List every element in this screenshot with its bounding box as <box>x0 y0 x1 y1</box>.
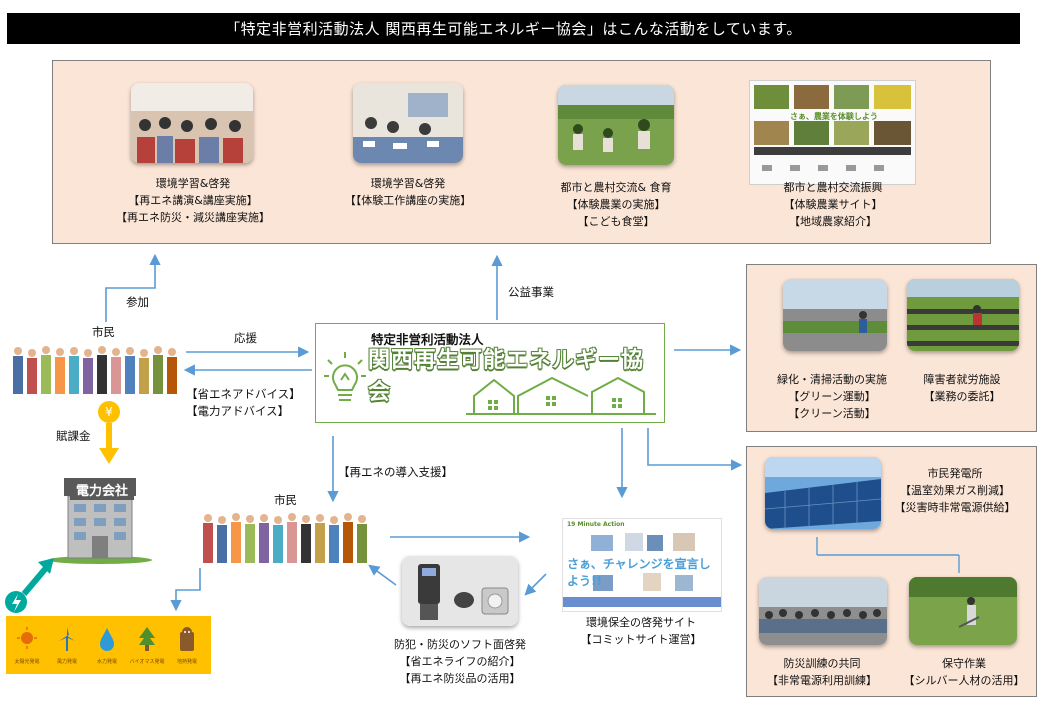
right-top-item-1-caption: 緑化・清掃活動の実施【グリーン運動】【クリーン活動】 <box>777 373 887 420</box>
lightbulb-icon <box>324 352 366 401</box>
svg-text:¥: ¥ <box>105 405 113 419</box>
commit-site-screenshot: 19 Minute Action さぁ、チャレンジを宣言しよう!! <box>562 518 722 612</box>
right-bottom-panel: 市民発電所【温室効果ガス削減】【災害時非常電源供給】 防災訓練の共同【非常電源利… <box>746 446 1037 697</box>
workshop-photo <box>353 83 463 163</box>
label-denryoku-advice: 【電力アドバイス】 <box>186 404 290 418</box>
commit-site-title: 19 Minute Action <box>567 521 625 528</box>
citizens-crowd-bottom <box>200 510 372 564</box>
power-station-caption: 市民発電所【温室効果ガス削減】【災害時非常電源供給】 <box>894 467 1016 514</box>
maintenance-photo <box>909 577 1017 645</box>
drill-photo <box>759 577 887 645</box>
hydro-item: 水力発電 <box>88 626 126 665</box>
sun-icon <box>17 627 37 649</box>
org-type-label: 特定非営利活動法人 <box>371 332 484 347</box>
right-top-item-2-caption: 障害者就労施設【業務の委託】 <box>923 373 1001 403</box>
wind-turbine-icon <box>59 627 75 651</box>
arrow-shimin-to-top <box>105 253 161 322</box>
geothermal-item: 地熱発電 <box>168 626 206 665</box>
top-item-1-caption: 環境学習&啓発【再エネ講演&講座実施】【再エネ防災・減災講座実施】 <box>116 177 270 224</box>
water-drop-icon <box>100 628 114 651</box>
commit-site-caption: 環境保全の啓発サイト【コミットサイト運営】 <box>580 616 702 646</box>
power-supply-arrow <box>5 558 54 613</box>
label-koeki: 公益事業 <box>508 285 554 299</box>
geothermal-icon <box>180 627 194 651</box>
power-company-building: 電力会社 <box>44 478 156 564</box>
top-item-4-caption: 都市と農村交流振興【体験農業サイト】【地域農家紹介】 <box>783 181 883 228</box>
arrow-bousai-to-crowd <box>368 564 397 586</box>
solar-item: 太陽光発電 <box>8 626 46 665</box>
arrow-org-to-right-bottom <box>647 428 743 471</box>
tree-icon <box>139 627 155 651</box>
houses-icon <box>466 376 656 415</box>
welfare-farm-photo <box>907 279 1019 351</box>
citizens-crowd-left <box>10 343 182 395</box>
label-fukakin: 賦課金 <box>56 429 91 443</box>
maintenance-caption: 保守作業【シルバー人材の活用】 <box>903 657 1025 687</box>
wind-item: 風力発電 <box>48 626 86 665</box>
label-shoene-advice: 【省エネアドバイス】 <box>186 387 301 401</box>
right-top-panel: 緑化・清掃活動の実施【グリーン運動】【クリーン活動】 障害者就労施設【業務の委託… <box>746 264 1037 432</box>
farming-photo <box>558 85 674 165</box>
arrow-crowd-to-energy <box>170 568 201 612</box>
org-name: 関西再生可能エネルギー協会 <box>368 348 645 405</box>
bousai-soft-caption: 防犯・防災のソフト面啓発【省エネライフの紹介】【再エネ防災品の活用】 <box>394 638 526 685</box>
commit-site-slogan: さぁ、チャレンジを宣言しよう!! <box>567 557 711 588</box>
drill-caption: 防災訓練の共同【非常電源利用訓練】 <box>767 657 877 687</box>
farm-site-title: さぁ、農業を体験しよう <box>790 112 878 121</box>
renewable-energy-strip: 太陽光発電 風力発電 水力発電 バイオマス発電 地熱発電 <box>6 616 211 674</box>
power-company-label: 電力会社 <box>70 479 135 500</box>
page-title: 「特定非営利活動法人 関西再生可能エネルギー協会」はこんな活動をしています。 <box>7 13 1020 44</box>
label-shimin-left: 市民 <box>92 325 115 339</box>
org-box: 特定非営利活動法人 関西再生可能エネルギー協会 <box>315 323 665 423</box>
top-item-2-caption: 環境学習&啓発【【体験工作講座の実施】 <box>344 177 472 207</box>
label-saiene-support: 【再エネの導入支援】 <box>338 465 453 479</box>
lecture-photo <box>131 83 253 163</box>
disaster-goods-photo <box>402 556 518 626</box>
fukakin-arrow: ¥ <box>98 401 120 464</box>
commit-site-images <box>563 533 721 607</box>
farm-site-screenshot: さぁ、農業を体験しよう <box>749 80 916 185</box>
solar-panel-photo <box>765 457 881 529</box>
greening-photo <box>783 279 887 351</box>
label-shimin-bottom: 市民 <box>274 493 297 507</box>
biomass-item: バイオマス発電 <box>128 626 166 665</box>
top-item-3-caption: 都市と農村交流& 食育【体験農業の実施】【こども食堂】 <box>560 181 672 228</box>
tree-connector <box>816 537 960 573</box>
top-activities-panel: 環境学習&啓発【再エネ講演&講座実施】【再エネ防災・減災講座実施】 環境学習&啓… <box>52 60 991 244</box>
arrow-site-to-bousai <box>524 573 547 596</box>
label-sanka: 参加 <box>126 295 149 309</box>
label-ouen: 応援 <box>234 331 257 345</box>
